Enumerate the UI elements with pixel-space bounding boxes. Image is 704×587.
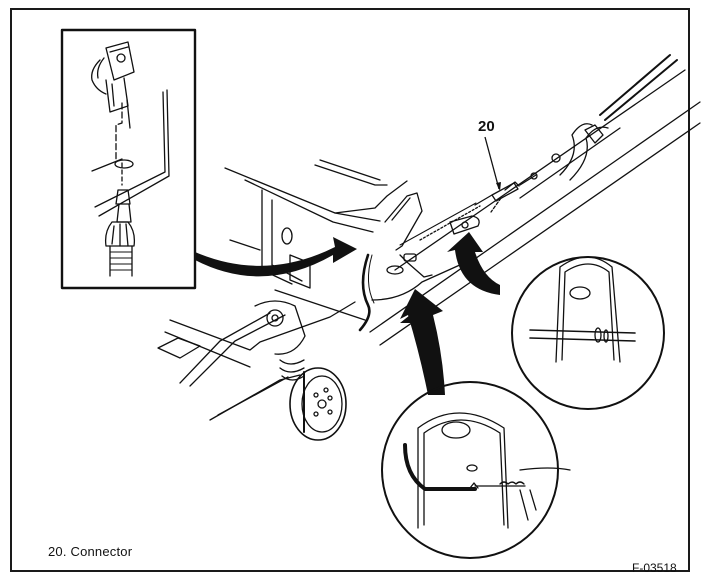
connector-20 [491, 182, 519, 202]
legend-connector: 20. Connector [48, 544, 133, 559]
arrow-upper-detail [447, 232, 500, 295]
cable-end-inset [60, 28, 197, 290]
suspension [157, 300, 356, 441]
bracket-detail-upper [511, 256, 665, 410]
arrow-to-cable-end [195, 237, 357, 277]
body-panel [224, 159, 433, 321]
frame-rail [358, 54, 701, 346]
bracket-detail-lower [381, 381, 571, 559]
figure-id: F-03518 [632, 561, 677, 575]
figure-border [10, 8, 690, 572]
callout-20: 20 [478, 118, 495, 135]
arrow-lower-detail [400, 289, 445, 395]
